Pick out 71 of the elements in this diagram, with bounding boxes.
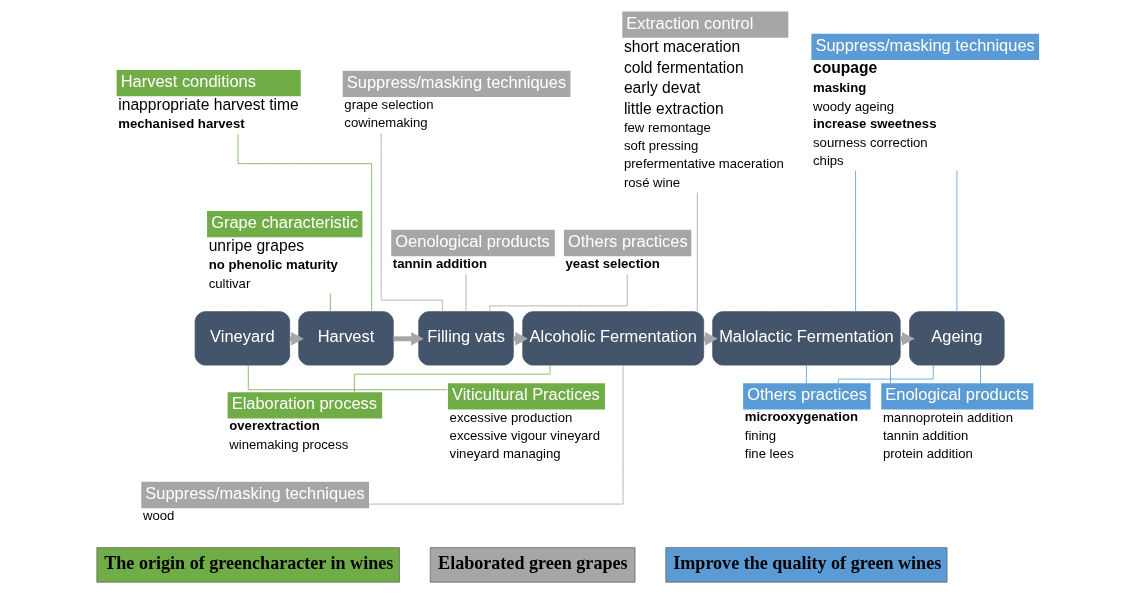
node-label: fining (744, 427, 777, 443)
legend-label: The origin of greencharacter in wines (104, 552, 394, 573)
connector (806, 364, 807, 384)
connector (855, 170, 856, 312)
node-label: excessive production (449, 409, 573, 425)
node-label: short maceration (623, 38, 741, 55)
node-label: cultivar (208, 276, 251, 292)
connector (465, 273, 467, 313)
node-label: unripe grapes (208, 237, 305, 255)
legend-label: Elaborated green grapes (438, 552, 628, 573)
arrow (393, 332, 424, 346)
node-label: vineyard managing (449, 445, 561, 461)
node-box: Enological products (881, 383, 1034, 410)
node-box: Suppress/masking techniques (342, 70, 571, 98)
connector (980, 364, 981, 384)
node-box: Oenological products (391, 229, 555, 257)
node-label: excessive vigour vineyard (449, 427, 601, 443)
node-label: early devat (623, 79, 701, 97)
connector (237, 134, 373, 312)
node-label: wood (142, 508, 175, 524)
connector (368, 364, 624, 505)
node-label: few remontage (623, 120, 711, 136)
node-box: Viticultural Practices (447, 383, 605, 410)
connector (247, 364, 448, 391)
node-box: Others practices (563, 229, 692, 257)
node-label: grape selection (344, 97, 434, 113)
node-label: mannoprotein addition (882, 409, 1013, 425)
legend-label: Improve the quality of green wines (673, 552, 942, 573)
node-box: Grape characteristic (207, 210, 363, 238)
node-label: overextraction (229, 417, 320, 433)
connector (489, 273, 628, 312)
node-label: mechanised harvest (118, 116, 245, 132)
node-box: Harvest conditions (116, 69, 301, 97)
node-box: Harvest (298, 311, 394, 366)
node-label: no phenolic maturity (208, 257, 338, 273)
node-label: chips (813, 153, 844, 169)
node-label: yeast selection (565, 255, 660, 271)
node-label: tannin addition (392, 255, 488, 271)
node-label: soft pressing (623, 138, 699, 154)
node-label: inappropriate harvest time (118, 96, 299, 114)
node-label: little extraction (623, 99, 724, 117)
node-label: cold fermentation (623, 58, 744, 76)
node-label: prefermentative maceration (623, 156, 784, 172)
node-label: sourness correction (813, 135, 928, 151)
node-label: winemaking process (229, 436, 349, 452)
node-box: Filling vats (418, 311, 514, 366)
node-label: coupage (813, 59, 878, 77)
node-box: Vineyard (194, 311, 291, 366)
connector (380, 133, 443, 313)
node-label: protein addition (882, 445, 973, 461)
connector (329, 293, 331, 312)
connector (890, 364, 891, 384)
node-label: microoxygenation (744, 408, 858, 424)
node-box: Ageing (909, 311, 1005, 366)
node-box: Extraction control (622, 11, 789, 38)
connector (696, 192, 698, 312)
node-label: tannin addition (882, 427, 969, 443)
node-box: Others practices (743, 383, 871, 410)
node-box: Suppress/masking techniques (811, 33, 1040, 61)
node-label: rosé wine (623, 174, 681, 190)
node-box: Suppress/masking techniques (141, 481, 369, 509)
node-label: fine lees (744, 445, 794, 461)
node-label: masking (813, 79, 867, 95)
node-label: woody ageing (813, 98, 895, 114)
node-box: Alcoholic Fermentation (522, 311, 705, 366)
connector (353, 364, 551, 393)
node-label: increase sweetness (813, 116, 937, 132)
node-label: cowinemaking (344, 115, 428, 131)
node-box: Malolactic Fermentation (712, 311, 901, 366)
connector (956, 170, 958, 312)
node-box: Elaboration process (227, 392, 383, 419)
